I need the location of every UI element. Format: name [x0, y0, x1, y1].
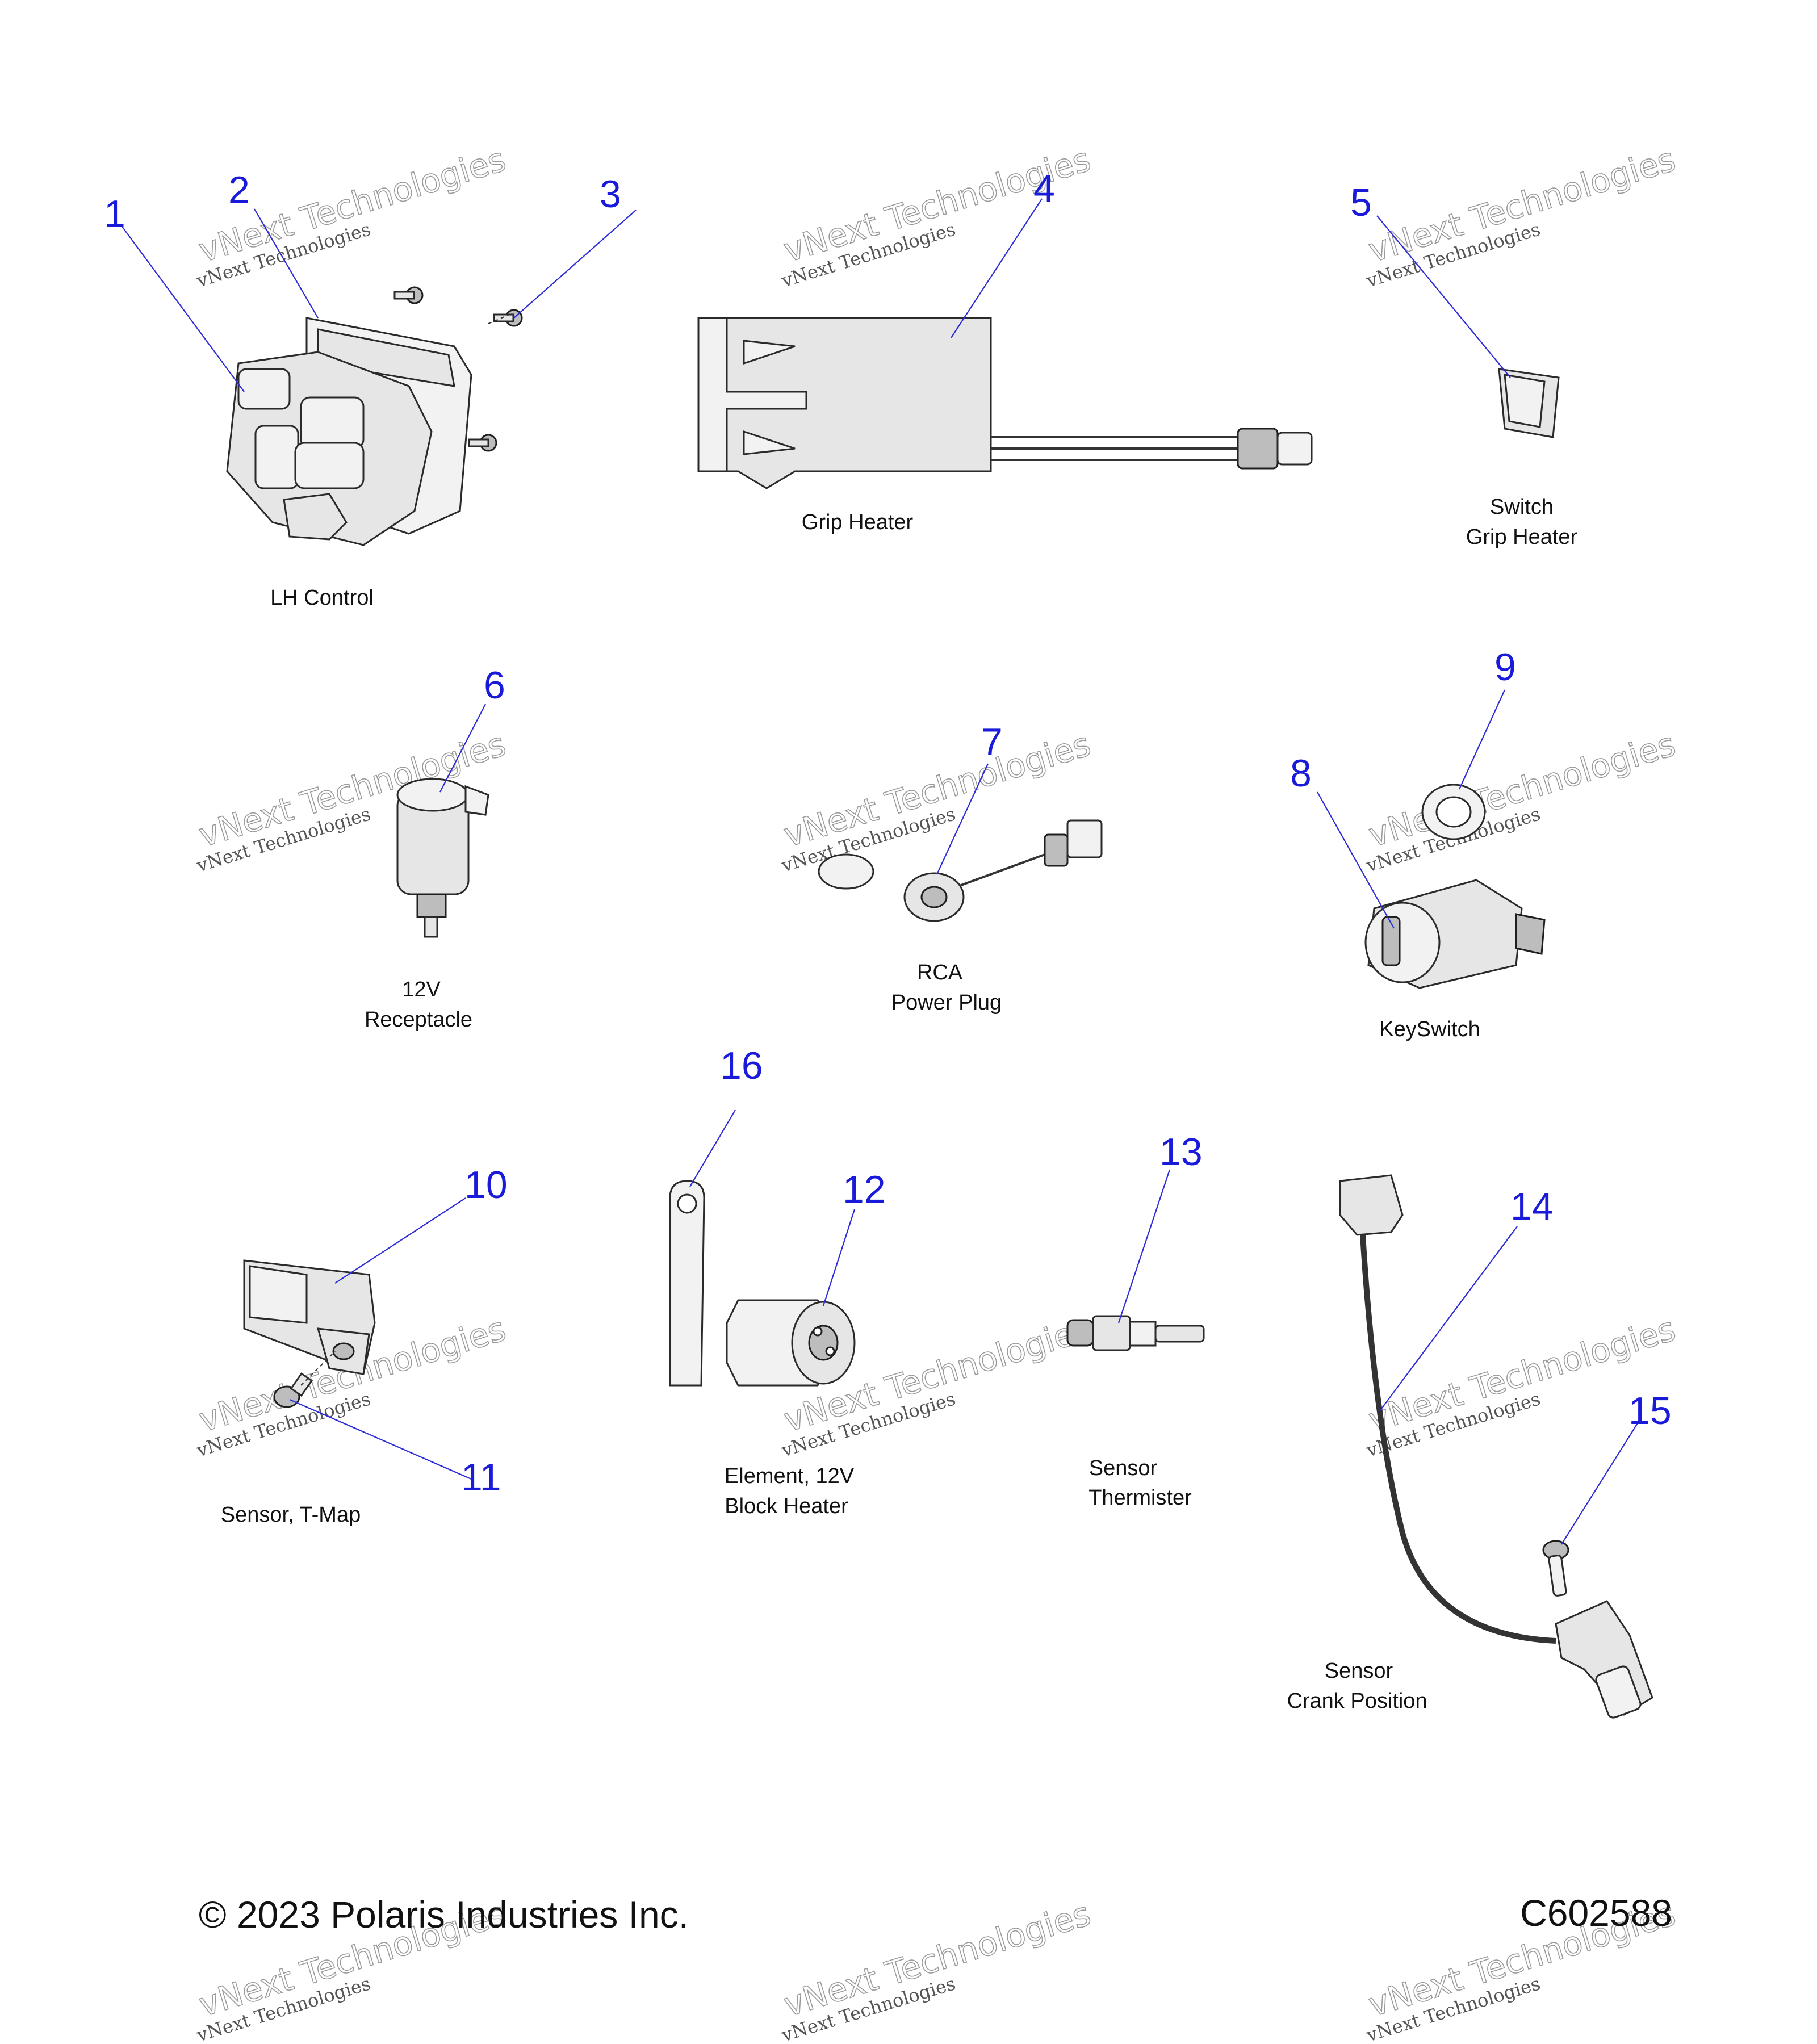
crank-sensor-part: [1339, 1174, 1653, 1719]
callout-4: 4: [1033, 167, 1055, 210]
callout-11: 11: [461, 1456, 501, 1499]
caption-switch-1: Switch: [1490, 495, 1554, 519]
thermister-part: [1066, 1315, 1205, 1351]
screw-icon: [493, 309, 523, 327]
block-heater-part: [726, 1299, 856, 1387]
strap-part: [669, 1180, 705, 1387]
svg-text:vNext Technologies: vNext Technologies: [1364, 724, 1680, 855]
caption-crank-2: Crank Position: [1287, 1689, 1427, 1713]
callout-5: 5: [1350, 181, 1372, 224]
watermark: vNext Technologies vNext Technologies: [1363, 724, 1680, 876]
watermark: vNext Technologies vNext Technologies: [778, 139, 1095, 291]
rca-plug-part: [818, 819, 1103, 922]
caption-receptacle-2: Receptacle: [365, 1008, 472, 1032]
copyright-text: © 2023 Polaris Industries Inc.: [199, 1894, 689, 1936]
tmap-sensor-part: [243, 1259, 376, 1408]
diagram-code: C602588: [1520, 1892, 1672, 1934]
callout-16: 16: [720, 1044, 763, 1087]
caption-lh-control: LH Control: [270, 586, 374, 610]
caption-thermister-1: Sensor: [1089, 1456, 1158, 1480]
lh-control-part: [226, 286, 523, 546]
callout-13: 13: [1159, 1130, 1203, 1174]
caption-block-heater-2: Block Heater: [725, 1494, 848, 1518]
watermark: vNext Technologies vNext Technologies: [778, 1894, 1095, 2044]
caption-grip-heater: Grip Heater: [802, 510, 914, 534]
leader-lines: [120, 198, 1639, 1545]
caption-switch-2: Grip Heater: [1466, 525, 1578, 549]
svg-text:vNext Technologies: vNext Technologies: [780, 1894, 1095, 2024]
grip-heater-part: [697, 317, 1313, 489]
captions: LH Control Grip Heater Switch Grip Heate…: [221, 495, 1578, 1713]
keyswitch-part: [1364, 784, 1546, 989]
caption-thermister-2: Thermister: [1088, 1486, 1192, 1510]
callout-15: 15: [1628, 1389, 1672, 1433]
watermark: vNext Technologies vNext Technologies: [1363, 139, 1680, 291]
switch-grip-heater-part: [1498, 368, 1560, 438]
callout-2: 2: [228, 169, 250, 212]
callout-numbers: 1 2 3 4 5 6 7 8 9 10 11 12 13 14 15 16: [104, 167, 1672, 1499]
callout-9: 9: [1494, 646, 1516, 689]
callout-3: 3: [600, 173, 621, 216]
callout-7: 7: [981, 721, 1003, 764]
watermark: vNext Technologies vNext Technologies: [194, 139, 510, 291]
callout-10: 10: [464, 1163, 508, 1207]
callout-6: 6: [484, 664, 505, 707]
callout-14: 14: [1510, 1185, 1554, 1228]
caption-block-heater-1: Element, 12V: [725, 1464, 855, 1488]
caption-rca-1: RCA: [917, 961, 963, 985]
caption-tmap: Sensor, T-Map: [221, 1503, 361, 1527]
screw-icon: [468, 434, 497, 452]
caption-receptacle-1: 12V: [402, 978, 441, 1002]
screw-icon: [393, 286, 424, 304]
callout-8: 8: [1290, 752, 1312, 795]
callout-12: 12: [843, 1168, 886, 1211]
caption-crank-1: Sensor: [1325, 1659, 1393, 1683]
svg-text:vNext Technologies: vNext Technologies: [1364, 140, 1680, 270]
callout-1: 1: [104, 192, 125, 236]
caption-rca-2: Power Plug: [891, 991, 1002, 1015]
watermark: vNext Technologies vNext Technologies: [1363, 1309, 1680, 1461]
caption-keyswitch: KeySwitch: [1379, 1017, 1480, 1041]
bolt-icon: [1542, 1540, 1569, 1597]
receptacle-part: [396, 778, 489, 938]
